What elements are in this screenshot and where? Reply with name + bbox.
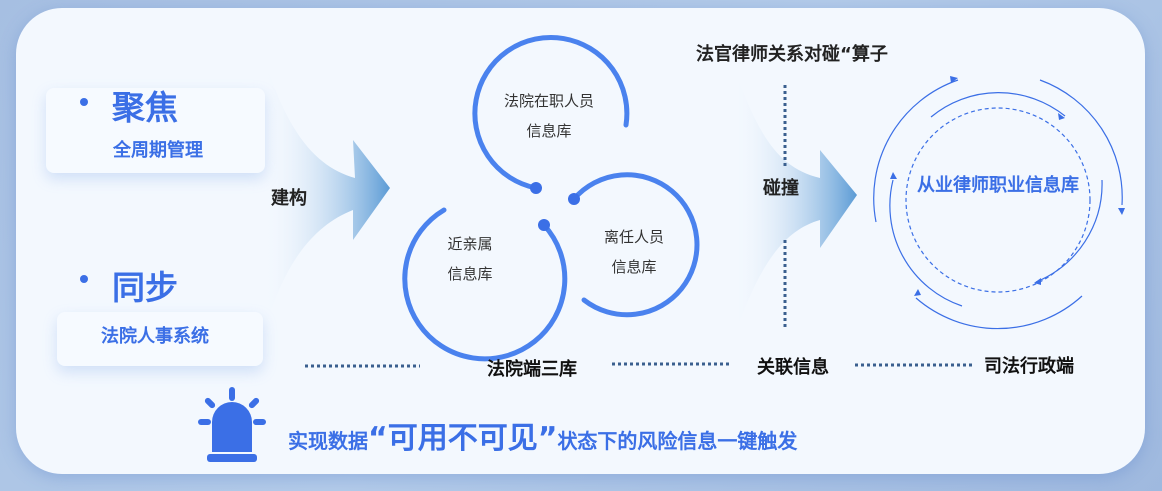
build-label: 建构: [271, 188, 307, 209]
library-name: 法院在职人员: [503, 92, 595, 110]
collide-arrow: [735, 70, 857, 335]
sync-title: 同步: [112, 268, 178, 307]
sync-card: [57, 312, 263, 366]
lawyer-db-label: 从业律师职业信息库: [917, 175, 1079, 196]
bullet-icon: [80, 98, 88, 106]
diagram-card: [16, 8, 1145, 474]
court-label: 法院端三库: [487, 359, 577, 380]
bullet-icon: [80, 275, 88, 283]
serving-library: 法院在职人员 信息库: [504, 86, 594, 146]
build-arrow: [265, 60, 390, 330]
library-suffix: 信息库: [447, 265, 493, 283]
operator-title: 法官律师关系对碰“算子: [696, 44, 888, 65]
cycle-ring: [873, 79, 1123, 330]
library-suffix: 信息库: [526, 122, 572, 140]
link-label: 关联信息: [757, 357, 829, 378]
departed-library: 离任人员 信息库: [604, 222, 664, 282]
alarm-icon: [198, 387, 266, 462]
library-name: 离任人员: [603, 228, 665, 246]
relatives-circle-arc: [402, 207, 568, 362]
sync-subtitle: 法院人事系统: [101, 326, 209, 347]
footer-highlight: “可用不可见”: [368, 421, 558, 456]
footer-prefix: 实现数据: [288, 429, 368, 453]
serving-circle-arc: [472, 34, 630, 191]
collide-label: 碰撞: [763, 178, 799, 199]
library-name: 近亲属: [447, 235, 493, 253]
departed-circle-arc: [571, 172, 700, 318]
focus-title: 聚焦: [112, 88, 178, 127]
library-suffix: 信息库: [611, 258, 657, 276]
focus-subtitle: 全周期管理: [113, 140, 203, 161]
footer-suffix: 状态下的风险信息一键触发: [557, 429, 798, 453]
admin-label: 司法行政端: [984, 356, 1074, 377]
relatives-library: 近亲属 信息库: [447, 229, 492, 289]
footer-text: 实现数据“可用不可见”状态下的风险信息一键触发: [288, 413, 797, 457]
